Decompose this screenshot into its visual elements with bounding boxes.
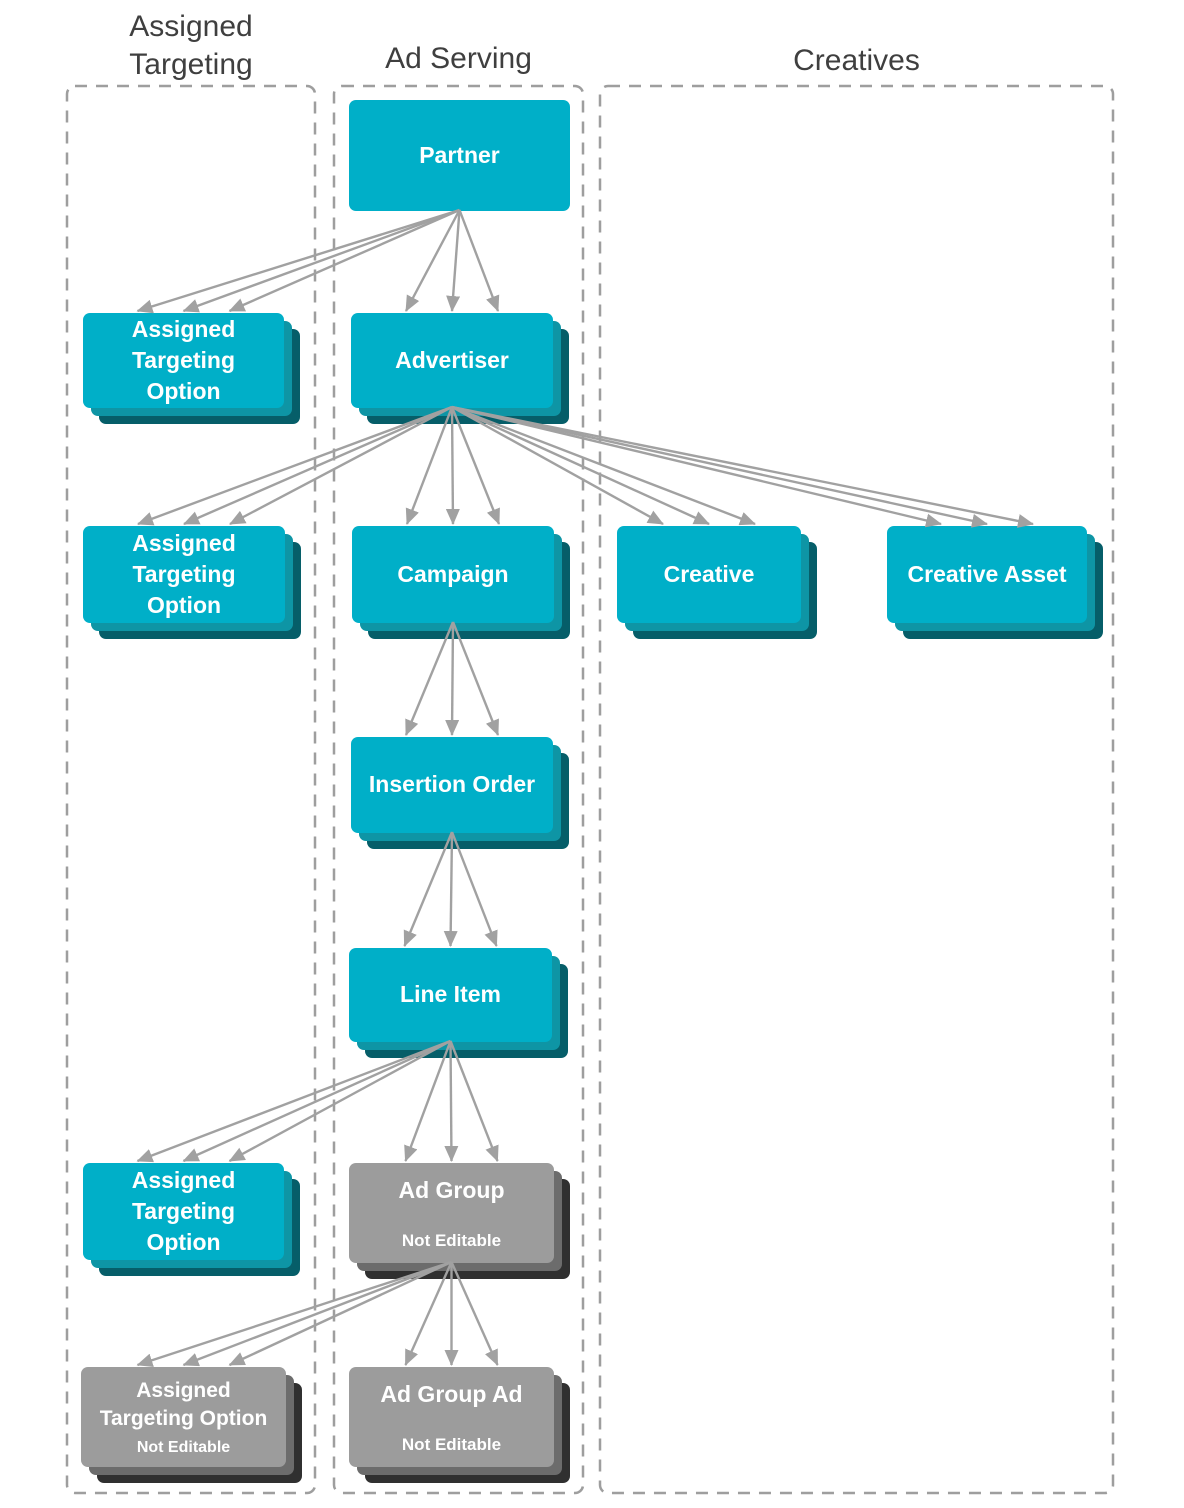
node-label: Assigned Targeting Option: [99, 1379, 268, 1430]
node-ad-group-ad: Ad Group Ad Not Editable: [349, 1367, 554, 1467]
column-header-assigned-targeting: Assigned Targeting: [129, 10, 253, 81]
node-campaign: Campaign: [352, 526, 554, 623]
node-sublabel: Not Editable: [136, 1438, 231, 1456]
node-creative-asset: Creative Asset: [887, 526, 1087, 623]
node-partner: Partner: [349, 100, 570, 211]
node-label: Creative Asset: [907, 560, 1067, 587]
column-header-creatives: Creatives: [793, 44, 920, 77]
node-label: Line Item: [400, 981, 501, 1008]
node-assigned-targeting-option-2: Assigned Targeting Option: [83, 526, 285, 623]
node-label: Creative: [663, 560, 755, 587]
node-line-item: Line Item: [349, 948, 552, 1042]
node-label: Partner: [419, 141, 500, 168]
node-sublabel: Not Editable: [401, 1434, 502, 1454]
node-advertiser: Advertiser: [351, 313, 553, 408]
node-label: Ad Group Ad: [380, 1381, 523, 1408]
node-sublabel: Not Editable: [401, 1230, 502, 1250]
node-insertion-order: Insertion Order: [351, 737, 553, 833]
node-label: Campaign: [397, 560, 509, 587]
node-creative: Creative: [617, 526, 801, 623]
node-label: Assigned Targeting Option: [132, 529, 236, 619]
column-header-ad-serving: Ad Serving: [385, 42, 532, 75]
node-label: Ad Group: [398, 1177, 505, 1204]
node-label: Assigned Targeting Option: [131, 315, 236, 405]
node-assigned-targeting-option-1: Assigned Targeting Option: [83, 313, 284, 408]
node-label: Assigned Targeting Option: [131, 1166, 236, 1256]
node-assigned-targeting-option-3: Assigned Targeting Option: [83, 1163, 284, 1260]
node-label: Advertiser: [395, 346, 509, 373]
node-label: Insertion Order: [368, 771, 536, 798]
